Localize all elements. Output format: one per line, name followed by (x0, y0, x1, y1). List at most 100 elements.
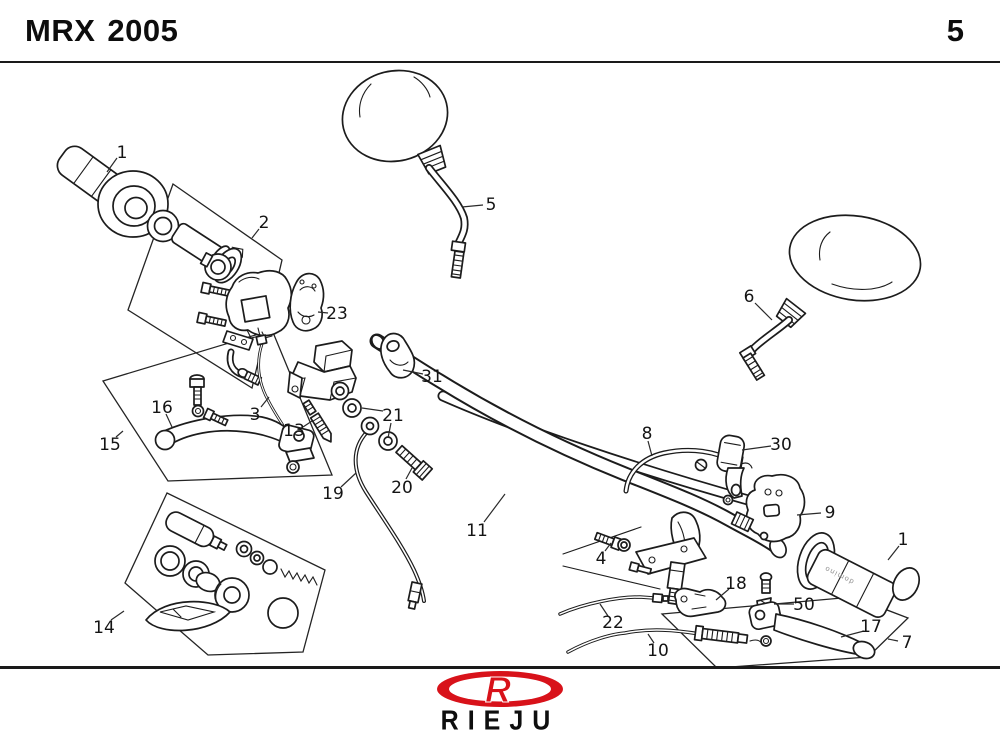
left-grip-1 (56, 145, 169, 238)
part-label-50: 50 (793, 595, 815, 615)
leader-line-4 (604, 542, 612, 552)
clamp-fasteners-4 (593, 531, 631, 552)
part-label-3: 3 (250, 405, 261, 425)
part-label-9: 9 (825, 503, 836, 523)
part-label-30: 30 (770, 435, 792, 455)
brake-lever-17 (748, 601, 876, 660)
leader-line-30 (741, 445, 772, 451)
group-box-repair-kit-14 (124, 492, 326, 656)
leader-line-5 (461, 204, 484, 208)
part-label-11: 11 (466, 521, 488, 541)
part-label-5: 5 (486, 195, 497, 215)
dust-boot (145, 600, 231, 632)
leader-line-19 (340, 472, 357, 488)
lever-screw (202, 407, 229, 427)
leader-line-1 (106, 157, 118, 173)
part-label-4: 4 (596, 549, 607, 569)
right-grip-1: domino (796, 532, 921, 618)
throttle-cable-19 (353, 416, 426, 610)
part-label-19: 19 (322, 484, 344, 504)
repair-kit-14 (145, 511, 318, 632)
page-header: MRX 2005 5 (0, 0, 1000, 63)
brake-master-cylinder (287, 340, 357, 401)
right-mirror-6 (738, 214, 922, 381)
part-label-10: 10 (647, 641, 669, 661)
group-box-lever-15 (101, 329, 333, 482)
part-label-8: 8 (642, 424, 653, 444)
group-box-throttle-2 (127, 182, 283, 390)
part-label-15: 15 (99, 435, 121, 455)
clutch-lever-16 (154, 374, 315, 474)
rieju-logo-emblem: R (437, 669, 563, 709)
page-number: 5 (946, 13, 964, 48)
throttle-assembly-2 (146, 209, 263, 386)
guide-line (562, 565, 661, 590)
page-footer: R RIEJU (0, 666, 1000, 734)
part-label-23: 23 (326, 304, 348, 324)
leader-line-22 (599, 603, 609, 617)
part-label-20: 20 (391, 478, 413, 498)
leader-line-6 (754, 302, 773, 321)
part-label-6: 6 (744, 287, 755, 307)
part-label-7: 7 (902, 633, 913, 653)
cable-10 (566, 624, 763, 654)
bar-clamp-31 (380, 332, 416, 379)
leader-line-8 (647, 440, 653, 457)
cable-22 (558, 592, 669, 616)
leader-line-23 (317, 311, 329, 314)
leader-line-21 (387, 422, 392, 439)
leader-line-31 (402, 369, 424, 375)
part-label-14: 14 (93, 618, 115, 638)
leader-line-2 (251, 228, 260, 239)
leader-line-17 (840, 630, 865, 638)
rieju-logo: R RIEJU (395, 669, 605, 734)
brand-wordmark: RIEJU (440, 705, 560, 734)
part-label-2: 2 (259, 213, 270, 233)
bolt-20 (395, 444, 434, 481)
throttle-clamp-ring (199, 251, 232, 281)
group-box-brake-lever-7 (660, 596, 910, 669)
leader-line-18 (715, 588, 730, 601)
right-switch-9 (730, 473, 806, 543)
bar-riser-clamp (628, 511, 707, 605)
washers-21 (342, 398, 398, 451)
pin-13 (302, 399, 332, 443)
model-year: 2005 (107, 13, 179, 48)
logo-ellipse-inner (449, 676, 551, 702)
leader-line-13 (302, 420, 313, 428)
screw (196, 311, 227, 327)
part-label-22: 22 (602, 613, 624, 633)
cable-elbow (226, 348, 263, 386)
lever-bolt (189, 374, 205, 418)
choke-lever-30 (694, 434, 746, 506)
leader-line-16 (165, 413, 173, 428)
part-label-18: 18 (725, 574, 747, 594)
leader-line-11 (483, 493, 506, 523)
cable-bracket-18 (674, 587, 727, 618)
part-label-13: 13 (283, 421, 305, 441)
spring (280, 568, 318, 586)
leader-line-20 (405, 467, 413, 480)
left-mirror-5 (341, 69, 469, 279)
leader-line-10 (647, 633, 655, 644)
leader-line-14 (110, 610, 125, 621)
cable-plate (222, 330, 254, 351)
leader-line-3 (260, 396, 270, 408)
part-label-16: 16 (151, 398, 173, 418)
leader-line-15 (115, 430, 124, 438)
left-switch-housing (225, 270, 293, 339)
leader-line-7 (887, 638, 899, 642)
logo-letter: R (485, 669, 511, 709)
switch-housing-half-23 (289, 272, 325, 332)
part-label-21: 21 (382, 406, 404, 426)
screw (200, 281, 231, 297)
leader-line-9 (796, 512, 822, 516)
leader-line-21 (361, 407, 384, 412)
model-name: MRX (25, 13, 96, 48)
part-label-1: 1 (898, 530, 909, 550)
part-label-31: 31 (421, 367, 443, 387)
leader-line-1 (887, 545, 900, 561)
